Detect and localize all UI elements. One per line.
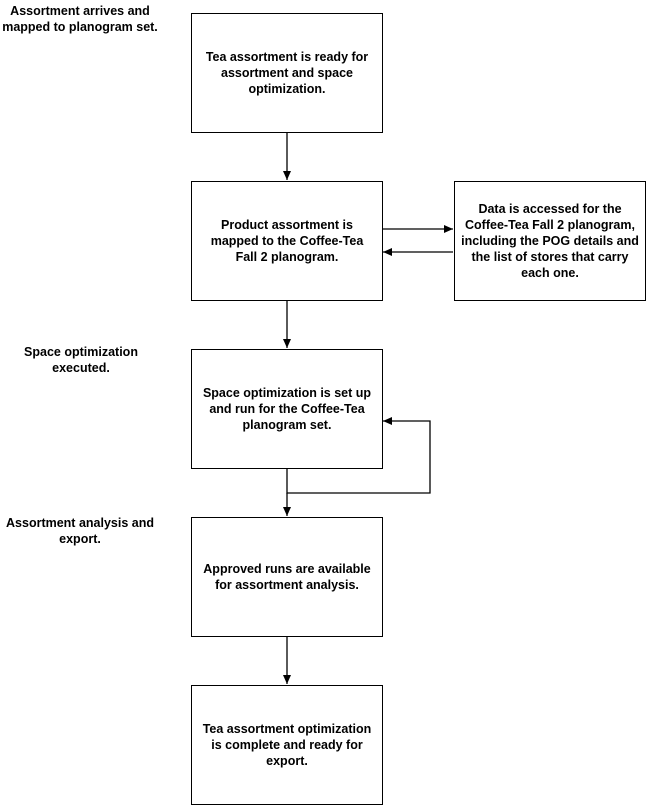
- stage-label-3: Assortment analysis and export.: [6, 516, 154, 546]
- box-optimization-complete: Tea assortment optimization is complete …: [191, 685, 383, 805]
- stage-label-2: Space optimization executed.: [24, 345, 138, 375]
- box-data-accessed-text: Data is accessed for the Coffee-Tea Fall…: [461, 202, 639, 280]
- box-assortment-mapped-text: Product assortment is mapped to the Coff…: [210, 218, 364, 264]
- box-space-optimization-text: Space optimization is set up and run for…: [202, 386, 372, 432]
- stage-label-1: Assortment arrives and mapped to planogr…: [2, 4, 158, 34]
- box-approved-runs: Approved runs are available for assortme…: [191, 517, 383, 637]
- box-approved-runs-text: Approved runs are available for assortme…: [203, 562, 371, 592]
- box-assortment-ready-text: Tea assortment is ready for assortment a…: [205, 50, 369, 96]
- box-assortment-ready: Tea assortment is ready for assortment a…: [191, 13, 383, 133]
- box-optimization-complete-text: Tea assortment optimization is complete …: [202, 722, 372, 768]
- box-data-accessed: Data is accessed for the Coffee-Tea Fall…: [454, 181, 646, 301]
- box-space-optimization: Space optimization is set up and run for…: [191, 349, 383, 469]
- box-assortment-mapped: Product assortment is mapped to the Coff…: [191, 181, 383, 301]
- arrow-optimization-loop: [286, 417, 431, 494]
